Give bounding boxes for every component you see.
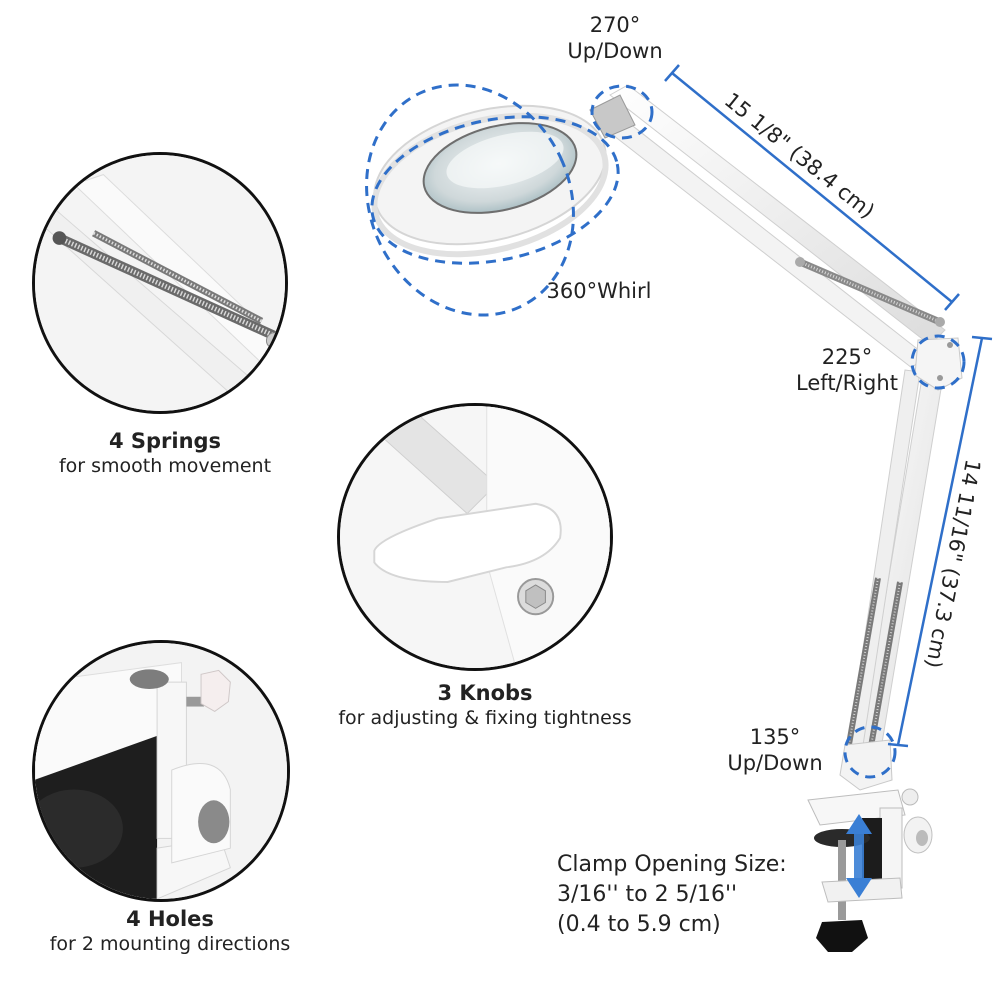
holes-subtitle: for 2 mounting directions xyxy=(49,933,291,955)
lower-arm xyxy=(845,359,946,756)
knobs-title: 3 Knobs xyxy=(437,681,533,705)
elbow-joint xyxy=(914,337,963,391)
elbow-rotation-angle: 225° xyxy=(821,345,873,369)
springs-title: 4 Springs xyxy=(108,429,222,453)
knob-icon xyxy=(340,406,610,668)
head-rotation-angle: 270° xyxy=(589,13,641,37)
spring-icon xyxy=(35,155,285,411)
lower-arm-dimension-line xyxy=(887,335,993,748)
knob-closeup-image xyxy=(337,403,613,671)
mounting-hole-icon xyxy=(35,643,287,899)
upper-arm-dimension-line xyxy=(664,64,960,311)
elbow-rotation-label: 225° Left/Right xyxy=(782,344,912,396)
base-rotation-label: 135° Up/Down xyxy=(712,724,838,776)
clamp-opening-arrow-icon xyxy=(846,814,872,898)
springs-caption: 4 Springs for smooth movement xyxy=(30,428,300,478)
knobs-caption: 3 Knobs for adjusting & fixing tightness xyxy=(310,680,660,730)
whirl-label: 360°Whirl xyxy=(534,278,664,304)
knobs-subtitle: for adjusting & fixing tightness xyxy=(338,707,632,729)
upper-arm xyxy=(599,84,946,369)
springs-closeup-image xyxy=(32,152,288,414)
clamp-base xyxy=(807,739,933,952)
clamp-opening-line1: Clamp Opening Size: xyxy=(557,852,787,877)
head-rotation-label: 270° Up/Down xyxy=(552,12,678,64)
clamp-holes-closeup-image xyxy=(32,640,290,902)
holes-title: 4 Holes xyxy=(126,907,214,931)
whirl-text: 360°Whirl xyxy=(546,279,652,303)
magnifier-head xyxy=(371,94,636,258)
clamp-opening-label: Clamp Opening Size: 3/16'' to 2 5/16'' (… xyxy=(557,850,787,940)
holes-caption: 4 Holes for 2 mounting directions xyxy=(20,906,320,956)
base-rotation-angle: 135° xyxy=(749,725,801,749)
head-rotation-direction: Up/Down xyxy=(567,39,663,63)
elbow-rotation-direction: Left/Right xyxy=(796,371,898,395)
base-rotation-direction: Up/Down xyxy=(727,751,823,775)
clamp-opening-line2: 3/16'' to 2 5/16'' xyxy=(557,882,738,907)
springs-subtitle: for smooth movement xyxy=(58,455,272,477)
clamp-opening-line3: (0.4 to 5.9 cm) xyxy=(557,912,721,937)
